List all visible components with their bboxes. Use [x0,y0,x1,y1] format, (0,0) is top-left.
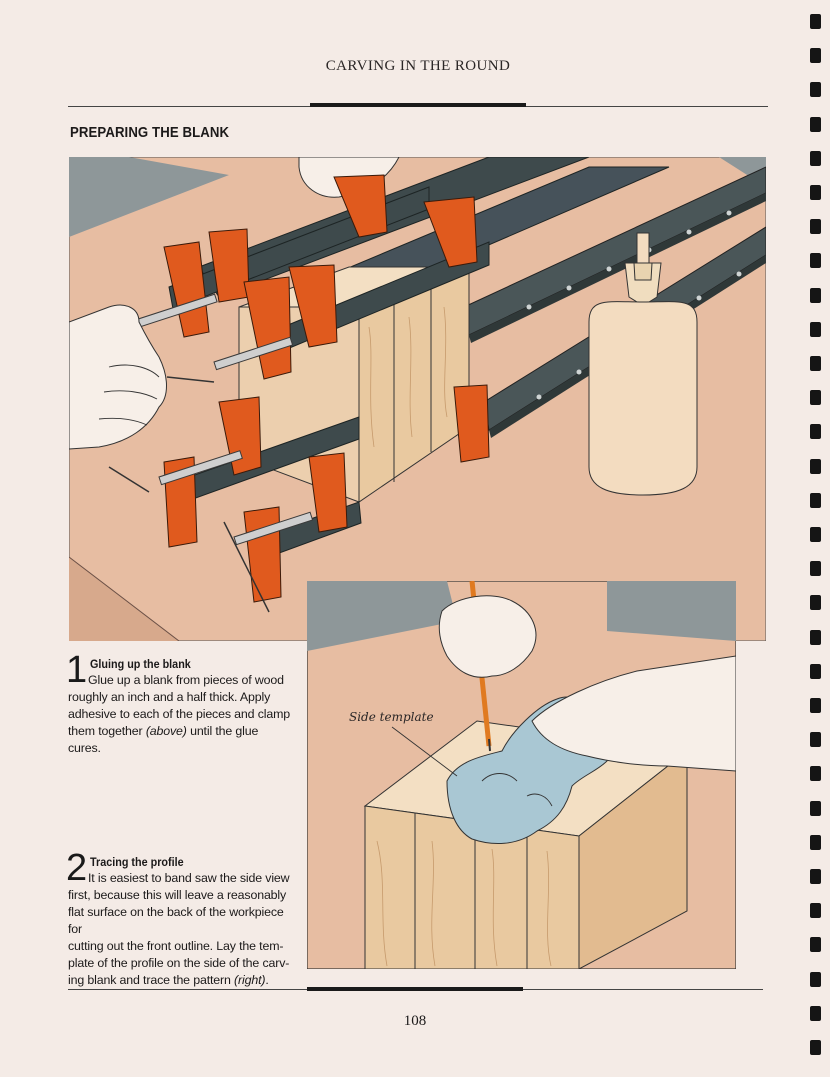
spiral-hole [810,82,821,98]
spiral-hole [810,492,821,508]
footer-rule-accent [307,987,523,991]
spiral-binding [810,14,822,1069]
illustration-tracing: Side template [307,581,736,969]
step-2-heading: Tracing the profile [90,855,184,869]
spiral-hole [810,698,821,713]
glue-bottle [588,232,698,496]
spiral-hole [810,253,821,269]
spiral-hole [810,390,821,406]
spiral-hole [810,14,821,29]
floor-area [69,157,229,237]
step-2-number: 2 [66,847,88,889]
step-1-number: 1 [66,649,88,691]
spiral-hole [810,527,821,542]
step-1-body: Glue up a blank from pieces of wood roug… [68,673,290,755]
header-rule-accent [310,103,526,107]
running-head: CARVING IN THE ROUND [325,58,511,74]
illustration-glue-up [69,157,766,641]
spiral-hole [810,869,821,884]
spiral-hole [810,321,821,337]
spiral-hole [810,732,821,748]
spiral-hole [810,1040,821,1055]
hand-left [69,304,167,450]
spiral-hole [810,287,821,303]
spiral-hole [810,595,821,611]
page-number: 108 [403,1013,427,1029]
spiral-hole [810,903,821,919]
spiral-hole [810,150,821,166]
step-1-heading: Gluing up the blank [90,657,191,671]
spiral-hole [810,766,821,782]
spiral-hole [810,937,821,953]
step-1: 1 Gluing up the blank Glue up a blank fr… [66,651,290,757]
spiral-hole [810,424,821,440]
spiral-hole [810,629,821,645]
section-title: PREPARING THE BLANK [70,124,230,141]
step-2: 2 Tracing the profile It is easiest to b… [66,849,290,989]
spiral-hole [810,356,821,371]
spiral-hole [810,663,821,679]
spiral-hole [810,185,821,200]
spiral-hole [810,458,821,474]
spiral-hole [810,834,821,850]
spiral-hole [810,800,821,816]
spiral-hole [810,561,821,577]
spiral-hole [810,1005,821,1021]
template-callout: Side template [349,710,434,724]
spiral-hole [810,116,821,132]
step-2-body: It is easiest to band saw the side view … [68,871,290,987]
spiral-hole [810,48,821,64]
spiral-hole [810,219,821,235]
hand-right [531,655,736,772]
spiral-hole [810,971,821,987]
pipe-clamps-front [108,174,490,613]
